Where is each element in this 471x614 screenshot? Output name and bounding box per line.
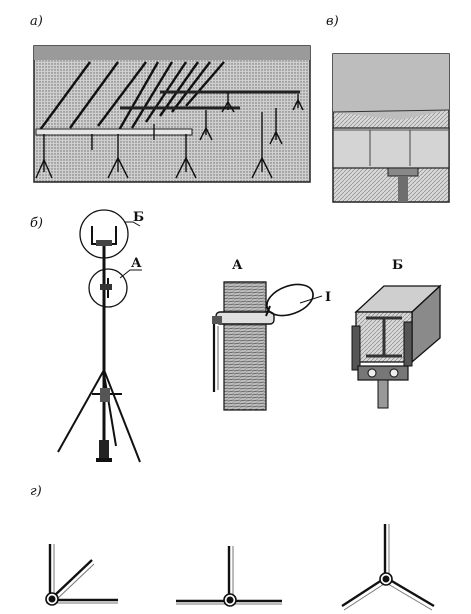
tripod-config-1 [45, 544, 118, 606]
panel-v-scene [332, 53, 450, 203]
detail-b-drawing [351, 284, 442, 409]
panel-g-configurations [45, 524, 435, 611]
panel-label-g: г) [30, 484, 42, 499]
detail-marker-one: I [325, 290, 332, 305]
callout-label-b: Б [133, 210, 145, 225]
panel-a-scene [33, 45, 311, 183]
panel-b-prop [57, 209, 142, 463]
detail-title-a: А [232, 258, 243, 273]
tripod-config-3 [341, 524, 435, 611]
detail-title-b: Б [392, 258, 404, 273]
tripod-config-2 [176, 546, 282, 607]
panel-label-a: а) [30, 14, 43, 29]
panel-label-v: в) [326, 14, 339, 29]
detail-a-drawing [212, 281, 323, 411]
callout-label-a: А [131, 256, 142, 271]
callout-circle-a [88, 268, 128, 308]
panel-label-b: б) [30, 216, 44, 231]
